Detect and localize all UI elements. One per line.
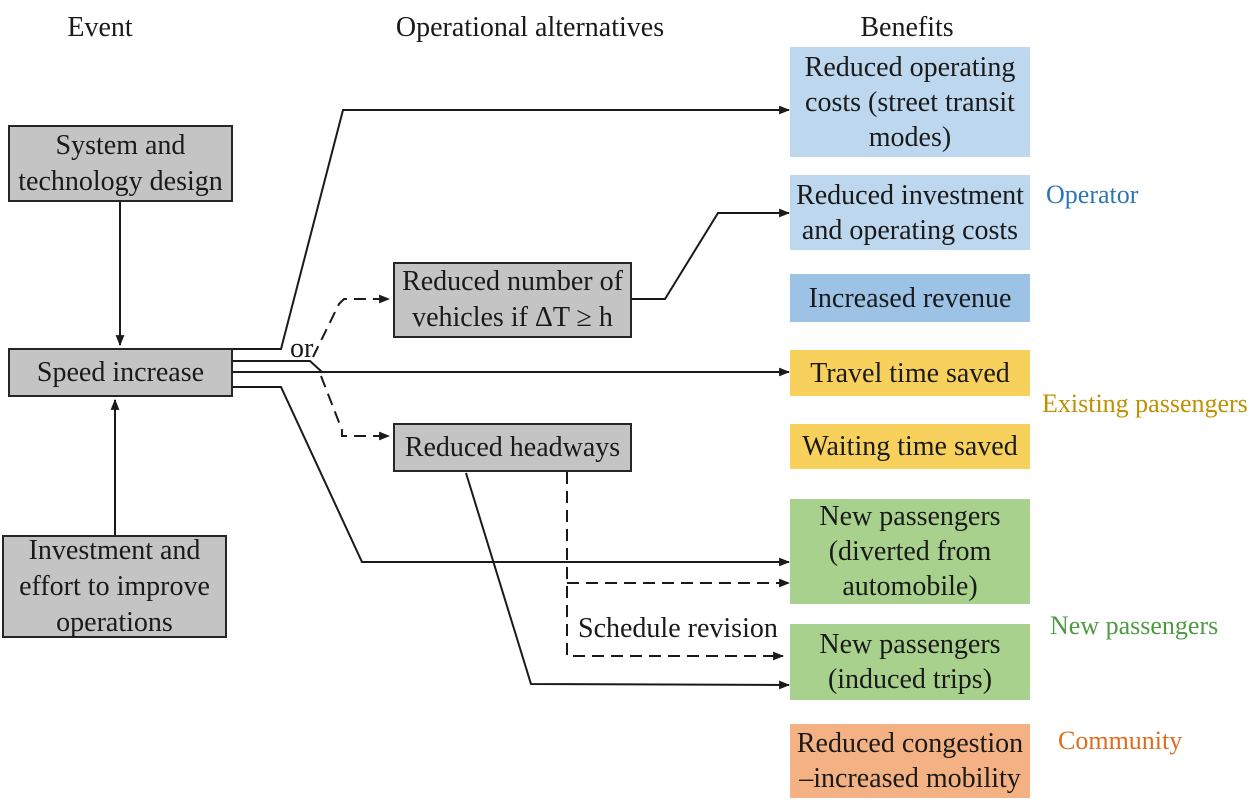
group-label-community: Community xyxy=(1058,726,1183,755)
benefit-box-new-passengers-diverted: New passengers (diverted from automobile… xyxy=(790,499,1030,604)
event-box-system-technology-design: System and technology design xyxy=(8,125,233,202)
benefit-box-reduced-congestion: Reduced congestion –increased mobility xyxy=(790,724,1030,798)
column-header-operational-alternatives: Operational alternatives xyxy=(395,12,665,43)
alternative-box-reduced-headways: Reduced headways xyxy=(393,423,632,472)
benefit-box-reduced-investment-operating-costs: Reduced investment and operating costs xyxy=(790,175,1030,250)
benefit-box-waiting-time-saved: Waiting time saved xyxy=(790,424,1030,469)
event-box-investment-effort: Investment and effort to improve operati… xyxy=(2,535,227,638)
line-speed-to-or-junction xyxy=(233,360,323,373)
dashed-arrow-headways-to-induced-trips xyxy=(566,472,785,661)
dashed-arrow-or-to-reduced-vehicles xyxy=(312,294,391,358)
alternative-box-reduced-vehicles: Reduced number of vehicles if ΔT ≥ h xyxy=(393,262,632,338)
group-label-existing-passengers: Existing passengers xyxy=(1042,389,1248,418)
column-header-event: Event xyxy=(67,12,133,43)
benefit-box-increased-revenue: Increased revenue xyxy=(790,274,1030,322)
arrow-speed-to-reduced-operating-costs xyxy=(233,105,791,350)
column-header-benefits: Benefits xyxy=(860,12,954,43)
arrow-speed-to-new-passengers-diverted xyxy=(233,386,791,567)
or-junction-label: or xyxy=(290,333,314,364)
event-box-speed-increase: Speed increase xyxy=(8,348,233,397)
group-label-operator: Operator xyxy=(1046,180,1139,209)
arrow-vehicles-to-reduced-investment xyxy=(632,208,791,300)
schedule-revision-label: Schedule revision xyxy=(578,613,778,644)
group-label-new-passengers: New passengers xyxy=(1050,611,1219,640)
benefit-box-travel-time-saved: Travel time saved xyxy=(790,350,1030,396)
benefit-box-reduced-operating-costs: Reduced operating costs (street transit … xyxy=(790,47,1030,157)
arrow-headways-to-induced-trips xyxy=(465,472,791,690)
benefit-box-new-passengers-induced: New passengers (induced trips) xyxy=(790,624,1030,700)
dashed-arrow-or-to-reduced-headways xyxy=(320,375,391,441)
